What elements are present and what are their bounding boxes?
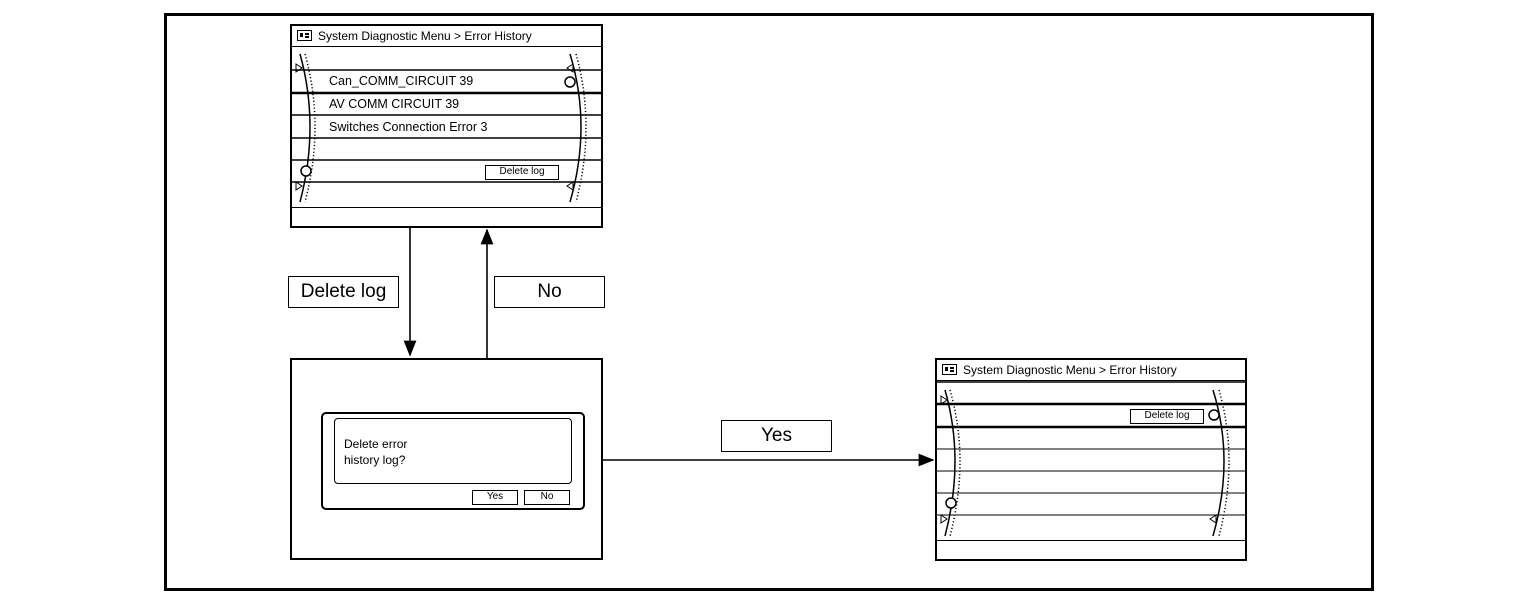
scroll-decor bbox=[292, 53, 601, 203]
no-label: No bbox=[494, 276, 605, 308]
dialog-message: Delete error history log? bbox=[344, 436, 407, 468]
yes-button[interactable]: Yes bbox=[472, 490, 518, 505]
delete-log-button-right[interactable]: Delete log bbox=[1130, 409, 1204, 424]
screen-title: System Diagnostic Menu > Error History bbox=[318, 29, 532, 43]
cleared-history-screen: System Diagnostic Menu > Error History D… bbox=[935, 358, 1247, 561]
error-history-screen: System Diagnostic Menu > Error History C… bbox=[290, 24, 603, 228]
scroll-decor-right bbox=[937, 381, 1245, 537]
confirm-dialog-screen: Delete error history log? Yes No bbox=[290, 358, 603, 560]
dialog-message-line-1: Delete error bbox=[344, 437, 408, 451]
no-button[interactable]: No bbox=[524, 490, 570, 505]
screen-title-bar: System Diagnostic Menu > Error History bbox=[292, 26, 601, 47]
yes-label: Yes bbox=[721, 420, 832, 452]
delete-log-button[interactable]: Delete log bbox=[485, 165, 559, 180]
screen-status-bar bbox=[292, 207, 601, 226]
diagram-frame bbox=[164, 13, 1374, 591]
menu-icon bbox=[297, 30, 312, 41]
error-row-3[interactable]: Switches Connection Error 3 bbox=[329, 120, 488, 134]
screen-status-bar-right bbox=[937, 540, 1245, 559]
screen-title-bar-right: System Diagnostic Menu > Error History bbox=[937, 360, 1245, 381]
menu-icon-right bbox=[942, 364, 957, 375]
error-row-2[interactable]: AV COMM CIRCUIT 39 bbox=[329, 97, 460, 111]
confirm-dialog bbox=[321, 412, 585, 510]
dialog-message-line-2: history log? bbox=[344, 453, 406, 467]
error-row-1[interactable]: Can_COMM_CIRCUIT 39 bbox=[329, 74, 474, 88]
dialog-message-box bbox=[334, 418, 572, 484]
screen-title-right: System Diagnostic Menu > Error History bbox=[963, 363, 1177, 377]
delete-log-label: Delete log bbox=[288, 276, 399, 308]
